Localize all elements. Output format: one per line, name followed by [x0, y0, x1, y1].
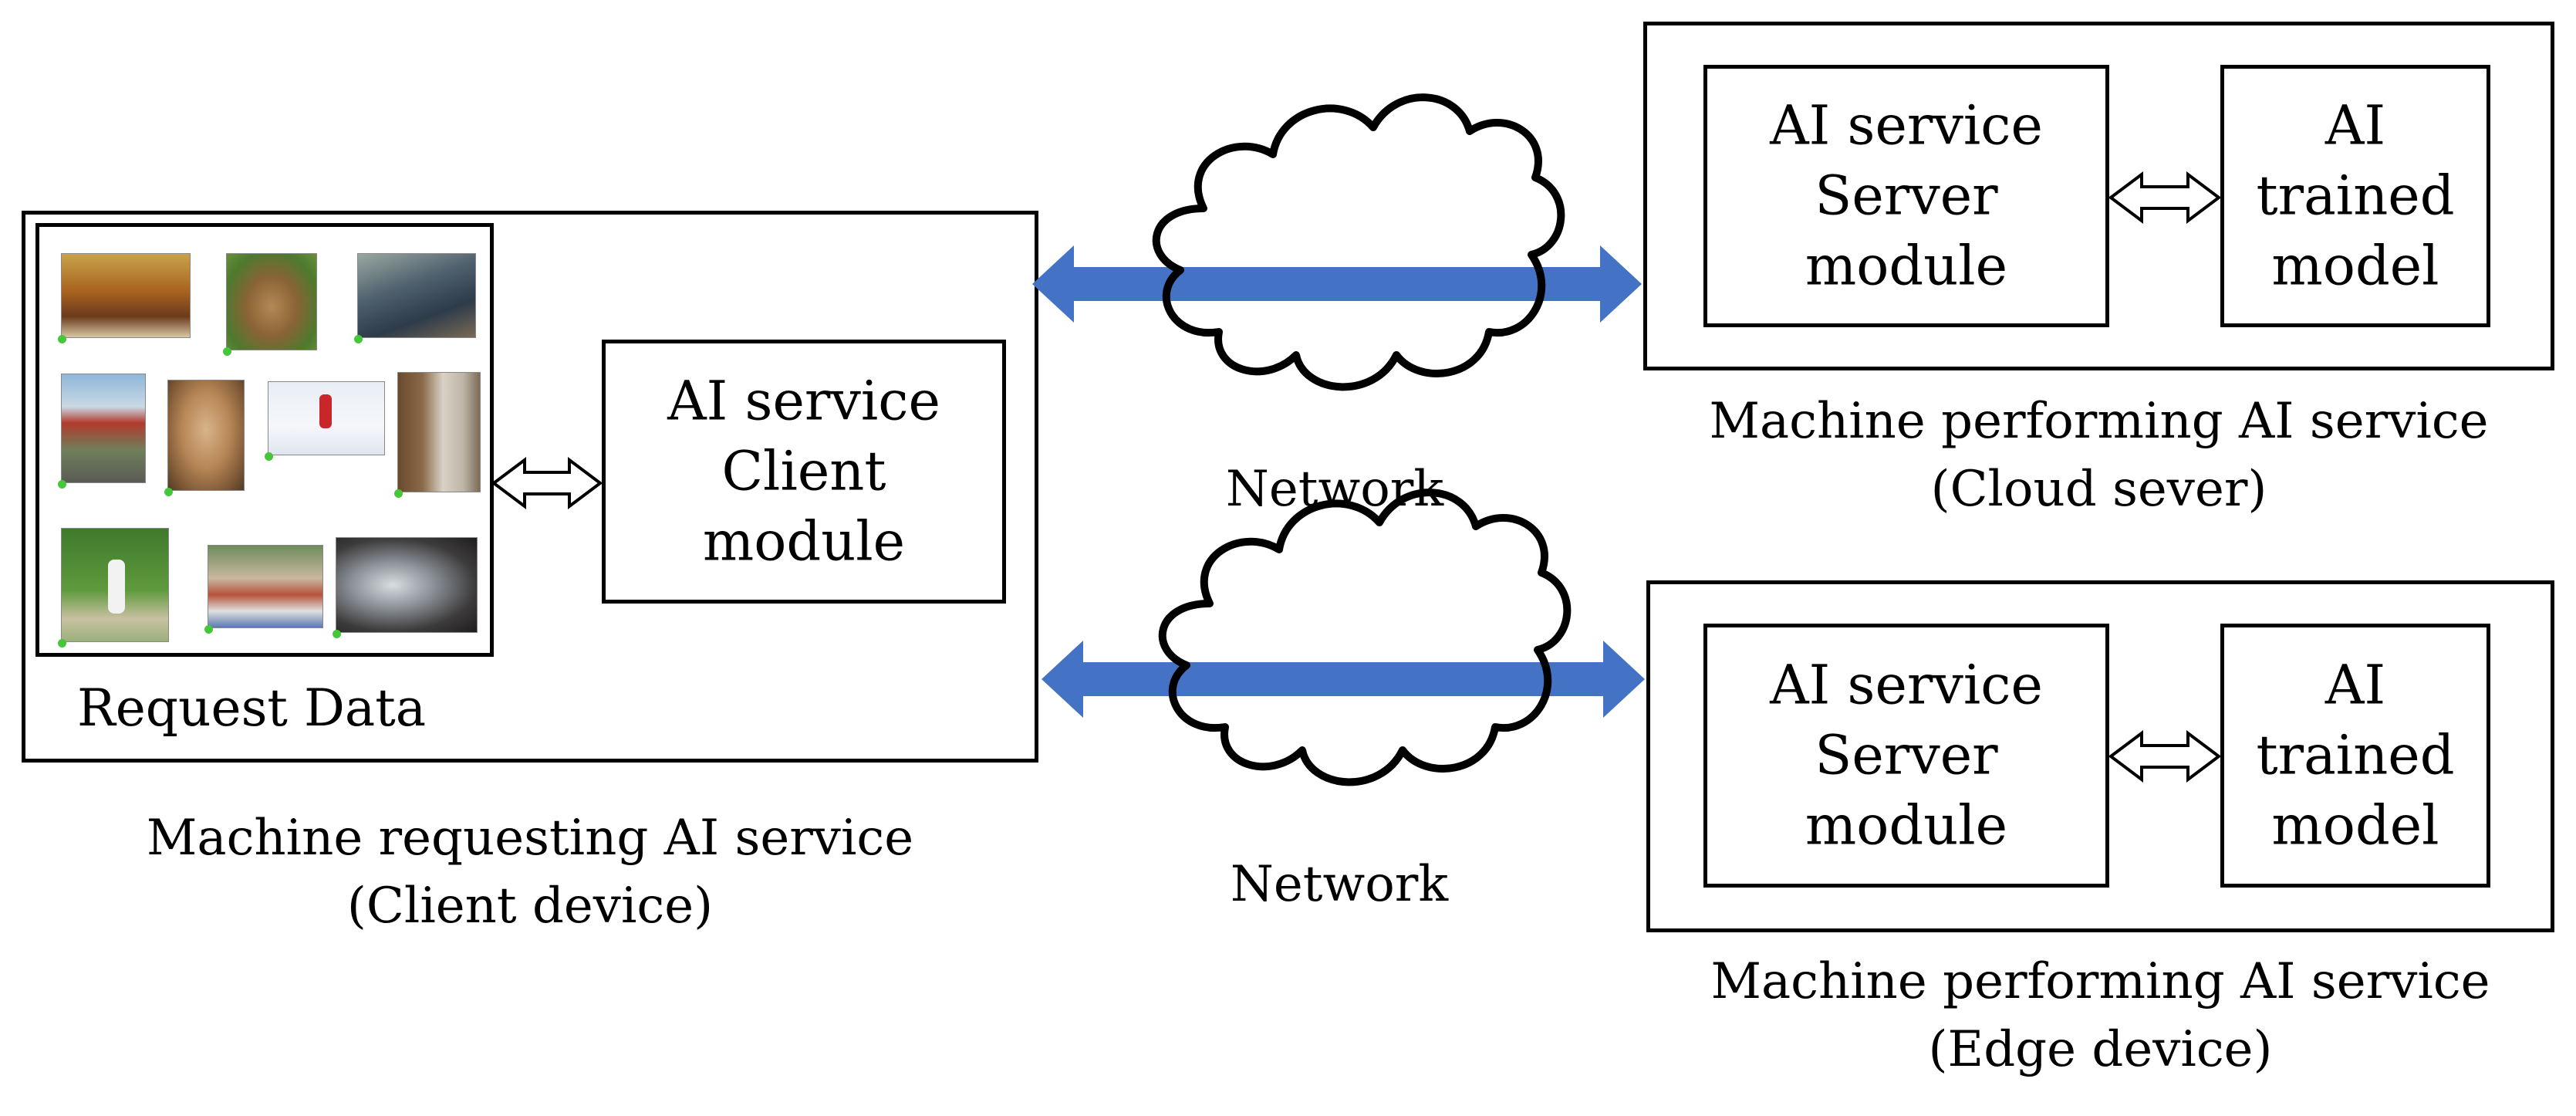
status-dot — [164, 488, 173, 496]
edge-caption-line-1: Machine performing AI service — [1710, 953, 2490, 1010]
client-module-line-2: Client — [721, 439, 886, 503]
edge-device-box — [1646, 580, 2554, 932]
link-arrow-bottom — [1042, 641, 1645, 718]
link-arrow-top — [1032, 245, 1642, 323]
client-module-text: AI service Client module — [606, 367, 1002, 577]
request-image-living-room — [61, 253, 191, 338]
edge-model-text: AI trained model — [2224, 651, 2487, 861]
edge-server-line-1: AI service — [1770, 653, 2043, 717]
player-figure — [108, 560, 125, 614]
request-data-label: Request Data — [77, 678, 427, 738]
edge-caption-line-2: (Edge device) — [1928, 1021, 2273, 1078]
cloud-server-module-box: AI service Server module — [1703, 65, 2109, 327]
status-dot — [58, 639, 66, 648]
request-image-baseball — [61, 528, 169, 642]
cloud-server-line-2: Server — [1815, 164, 1998, 228]
request-image-kitchen — [397, 372, 481, 492]
status-dot — [394, 489, 403, 498]
cloud-server-line-3: module — [1805, 234, 2008, 298]
cloud-server-module-text: AI service Server module — [1707, 91, 2105, 302]
request-image-skier — [268, 381, 385, 455]
client-caption-line-1: Machine requesting AI service — [146, 810, 914, 867]
status-dot — [354, 335, 363, 343]
cloud-server-line-1: AI service — [1770, 93, 2043, 157]
network-label-bottom: Network — [1230, 856, 1449, 913]
status-dot — [223, 347, 231, 356]
network-label-top: Network — [1225, 461, 1444, 518]
cloud-caption-line-2: (Cloud sever) — [1930, 461, 2267, 518]
request-image-group-people — [208, 545, 323, 628]
request-image-stop-sign — [61, 374, 146, 483]
client-module-box: AI service Client module — [602, 340, 1006, 604]
skier-figure — [319, 394, 332, 428]
request-data-box — [35, 223, 494, 657]
cloud-model-box: AI trained model — [2220, 65, 2490, 327]
edge-model-line-2: trained — [2256, 723, 2455, 787]
client-caption-line-2: (Client device) — [346, 878, 714, 935]
client-device-box — [22, 211, 1038, 763]
edge-model-line-1: AI — [2324, 653, 2386, 717]
status-dot — [58, 480, 66, 489]
cloud-model-text: AI trained model — [2224, 91, 2487, 302]
edge-model-line-3: model — [2271, 793, 2439, 857]
cloud-model-line-3: model — [2271, 234, 2439, 298]
status-dot — [333, 630, 341, 638]
cloud-model-line-1: AI — [2324, 93, 2386, 157]
request-image-bedroom — [357, 253, 476, 338]
link-arrow-top-shape — [1032, 245, 1642, 323]
status-dot — [58, 335, 66, 343]
cloud-model-line-2: trained — [2256, 164, 2455, 228]
edge-server-line-2: Server — [1815, 723, 1998, 787]
edge-server-module-box: AI service Server module — [1703, 624, 2109, 888]
cloud-server-box — [1643, 22, 2554, 370]
status-dot — [265, 452, 273, 461]
edge-model-box: AI trained model — [2220, 624, 2490, 888]
cloud-icon-top — [1152, 93, 1565, 391]
link-arrow-bottom-shape — [1042, 641, 1645, 718]
request-image-tunnel — [336, 537, 478, 633]
client-module-line-3: module — [702, 509, 906, 573]
request-image-teddy-bear — [167, 380, 245, 491]
cloud-icon-bottom — [1158, 489, 1572, 786]
edge-server-module-text: AI service Server module — [1707, 651, 2105, 861]
status-dot — [204, 625, 213, 634]
edge-server-line-3: module — [1805, 793, 2008, 857]
cloud-caption-line-1: Machine performing AI service — [1709, 393, 2489, 450]
client-module-line-1: AI service — [667, 369, 940, 433]
request-image-bear — [226, 253, 317, 350]
